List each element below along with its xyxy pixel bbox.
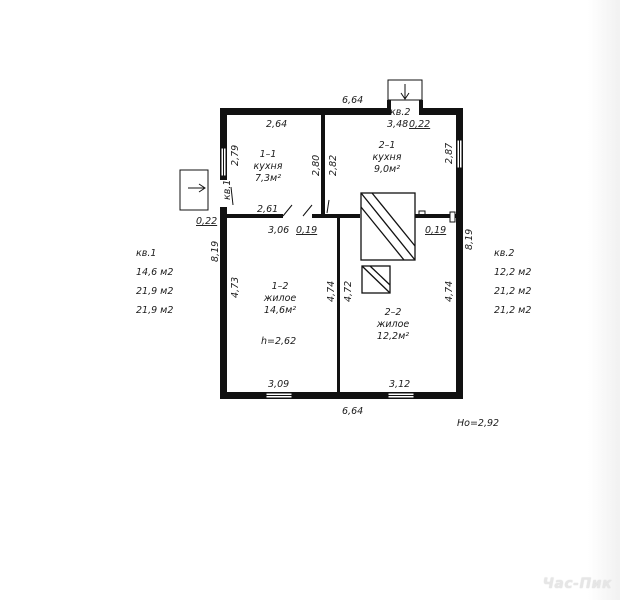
door-jamb: [387, 100, 391, 115]
room-area: 7,3м²: [255, 173, 281, 184]
dim-left-total: 8,19: [210, 241, 221, 262]
partition-h-right: [415, 214, 456, 218]
room-1-2: 1–2 жилое 14,6м²: [263, 281, 297, 316]
dim-r12-width: 3,06: [268, 225, 289, 236]
dim-r21-width: 3,48: [387, 119, 408, 130]
right-wall: [456, 108, 463, 399]
label-kv1-entry: кв.1: [222, 180, 233, 200]
room-area: 9,0м²: [374, 164, 400, 175]
apartment-line: 21,9 м2: [136, 305, 174, 316]
partition-h-mid: [312, 214, 360, 218]
door-jamb: [419, 100, 423, 115]
dim-r22-height: 4,74: [444, 281, 455, 302]
room-1-1: 1–1 кухня 7,3м²: [254, 149, 283, 184]
dim-partition-left: 0,19: [296, 225, 317, 236]
room-name: жилое: [376, 319, 410, 330]
dim-bottom: 6,64: [342, 406, 363, 417]
room-name: кухня: [254, 161, 283, 172]
door-leaf: [230, 186, 234, 206]
entrance-kv2: [387, 79, 423, 101]
window-right-small: [449, 211, 456, 223]
doors: [230, 186, 426, 218]
apartment-title: кв.2: [494, 248, 515, 259]
partition-h-left: [227, 214, 283, 218]
door-leaf: [326, 199, 330, 214]
dim-r11-width: 2,64: [266, 119, 287, 130]
top-wall-left: [220, 108, 387, 115]
stove: [360, 192, 416, 294]
room-name: жилое: [263, 293, 297, 304]
dim-r11-height: 2,79: [230, 145, 241, 166]
dim-corridor: 2,61: [257, 204, 278, 215]
ceiling-height: h=2,62: [261, 336, 296, 347]
apartment-title: кв.1: [136, 248, 157, 259]
dim-r22-height-left: 4,72: [343, 281, 354, 302]
dim-r21-height: 2,87: [444, 143, 455, 164]
bottom-wall: [220, 392, 463, 399]
stoop-kv1: [179, 169, 209, 211]
apartment-line: 12,2 м2: [494, 267, 532, 278]
room-number: 1–1: [260, 149, 277, 160]
apartment-line: 21,2 м2: [494, 305, 532, 316]
dim-partition-right: 0,19: [425, 225, 446, 236]
dim-r12-bottom: 3,09: [268, 379, 289, 390]
room-2-1: 2–1 кухня 9,0м²: [373, 140, 402, 175]
left-wall-lower: [220, 207, 227, 399]
dim-right-total: 8,19: [464, 229, 475, 250]
apartment-kv1-summary: кв.1 14,6 м2 21,9 м2 21,9 м2: [136, 244, 173, 320]
paper-edge-shade: [588, 0, 620, 600]
room-number: 2–2: [385, 307, 402, 318]
room-area: 12,2м²: [377, 331, 409, 342]
dim-kv1-door: 0,22: [196, 216, 217, 227]
label-kv2-entry: кв.2: [390, 107, 410, 118]
dim-r11-height-inner: 2,80: [311, 155, 322, 176]
door-leaf: [302, 204, 313, 217]
partition-v-bottom: [337, 218, 340, 392]
dim-top: 6,64: [342, 95, 363, 106]
room-number: 1–2: [272, 281, 289, 292]
apartment-line: 14,6 м2: [136, 267, 174, 278]
dim-r22-bottom: 3,12: [389, 379, 410, 390]
apartment-line: 21,9 м2: [136, 286, 174, 297]
room-name: кухня: [373, 152, 402, 163]
top-wall-right: [423, 108, 463, 115]
room-2-2: 2–2 жилое 12,2м²: [376, 307, 410, 342]
room-area: 14,6м²: [264, 305, 296, 316]
dim-r12-height: 4,73: [230, 277, 241, 298]
watermark: Час-Пик: [542, 576, 612, 592]
door-hinge: [418, 210, 426, 218]
windows: [220, 139, 463, 399]
apartment-line: 21,2 м2: [494, 286, 532, 297]
door-leaf: [282, 204, 293, 217]
left-wall-upper: [220, 108, 227, 180]
apartment-kv2-summary: кв.2 12,2 м2 21,2 м2 21,2 м2: [494, 244, 531, 320]
total-height: Hо=2,92: [457, 418, 499, 429]
room-number: 2–1: [379, 140, 396, 151]
walls: [220, 100, 463, 399]
entrance-kv1: [179, 169, 209, 211]
dim-kv2-door: 0,22: [409, 119, 430, 130]
stoop-kv2: [387, 79, 423, 101]
dim-r21-height-inner: 2,82: [328, 155, 339, 176]
partition-v-top: [321, 115, 325, 214]
dim-r12-height-right: 4,74: [326, 281, 337, 302]
